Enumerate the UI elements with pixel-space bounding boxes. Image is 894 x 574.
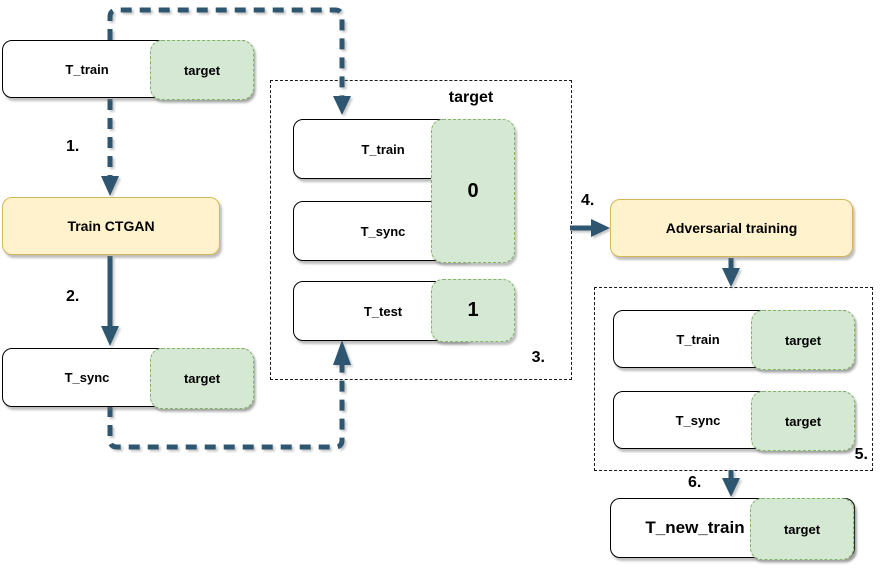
train-ctgan-label: Train CTGAN [67,218,155,234]
output-t-train-target-tag: target [751,310,855,370]
step-1-label: 1. [66,138,80,155]
train-ctgan-node: Train CTGAN [2,197,220,255]
t-new-train-target-label: target [783,521,821,537]
t-new-train-label: T_new_train [645,518,745,537]
step-6-label: 6. [688,474,702,491]
t-new-train-node: target T_new_train [610,498,855,560]
adversarial-training-box: Adversarial training [610,199,853,257]
label-1-value: 1 [467,299,479,321]
labeling-target-header: target [448,89,494,106]
step-3-label: 3. [531,349,545,366]
adversarial-training-node: Adversarial training [610,199,853,257]
t-train-label: T_train [65,61,109,77]
output-container: target T_train target T_sync 5. [594,287,873,471]
t-train-node: target T_train [2,40,254,100]
output-t-train-node: target T_train [613,310,855,370]
output-t-train-target-label: target [784,332,822,348]
label-1-tag: 1 [431,279,515,342]
labeling-container: target T_train T_sync 0 T_test 1 3. [270,80,572,380]
labeling-t-train-label: T_train [361,141,405,157]
step-2-label: 2. [66,288,80,305]
t-train-target-label: target [183,62,221,78]
step-5-label: 5. [854,446,868,463]
label-0-value: 0 [467,179,479,202]
arrowhead-adv-down [722,268,740,287]
label-0-tag: 0 [431,119,515,263]
output-t-sync-node: target T_sync [613,391,855,451]
t-sync-label: T_sync [64,370,110,385]
t-sync-node: target T_sync [2,348,254,409]
t-new-train-target-tag: target [750,498,854,560]
adversarial-training-label: Adversarial training [665,220,798,236]
labeling-t-test-label: T_test [363,303,403,319]
output-t-sync-target-label: target [784,413,822,429]
arrowhead-step2 [101,326,119,346]
output-t-sync-target-tag: target [751,391,855,451]
arrowhead-step1 [101,176,119,196]
output-t-sync-label: T_sync [675,412,721,428]
output-t-train-label: T_train [676,331,720,347]
t-sync-target-label: target [183,371,221,386]
labeling-t-sync-label: T_sync [360,223,406,239]
step-4-label: 4. [581,192,595,209]
arrowhead-step6 [722,478,740,497]
arrowhead-step4 [591,219,610,237]
train-ctgan-box: Train CTGAN [2,197,220,255]
